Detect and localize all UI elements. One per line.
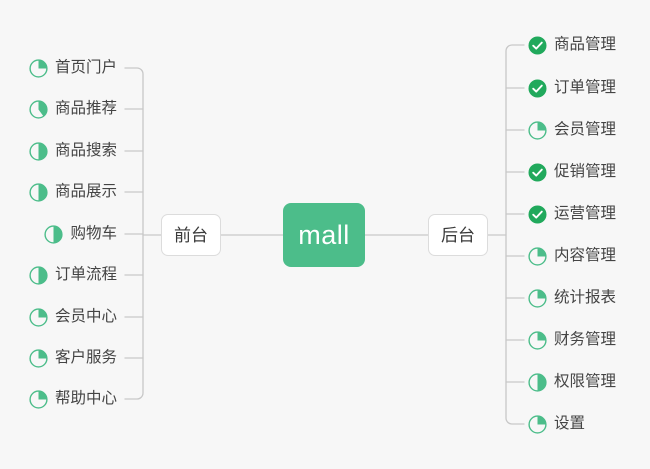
- pie-progress-icon: [528, 330, 547, 350]
- branch-node-backend[interactable]: 后台: [428, 214, 488, 256]
- leaf-item-内容管理[interactable]: 内容管理: [528, 243, 616, 269]
- leaf-item-帮助中心[interactable]: 帮助中心: [29, 386, 117, 412]
- leaf-item-商品搜索[interactable]: 商品搜索: [29, 138, 117, 164]
- pie-progress-icon: [528, 372, 547, 392]
- pie-progress-icon: [44, 224, 64, 244]
- leaf-item-label: 帮助中心: [54, 390, 117, 408]
- branch-node-frontend[interactable]: 前台: [161, 214, 221, 256]
- leaf-item-label: 商品展示: [54, 183, 117, 201]
- pie-progress-icon: [29, 99, 48, 119]
- pie-progress-icon: [528, 288, 547, 308]
- leaf-item-购物车[interactable]: 购物车: [44, 221, 117, 247]
- leaf-item-label: 设置: [554, 415, 586, 433]
- leaf-item-label: 促销管理: [554, 163, 617, 181]
- leaf-item-权限管理[interactable]: 权限管理: [528, 369, 616, 395]
- leaf-item-设置[interactable]: 设置: [528, 411, 585, 437]
- leaf-item-label: 会员中心: [54, 308, 117, 326]
- leaf-item-label: 购物车: [70, 225, 117, 243]
- check-circle-icon: [528, 163, 547, 182]
- leaf-item-label: 订单流程: [54, 266, 117, 284]
- pie-progress-icon: [528, 120, 547, 140]
- leaf-item-label: 商品管理: [554, 36, 617, 54]
- leaf-item-订单管理[interactable]: 订单管理: [528, 75, 616, 101]
- leaf-item-label: 客户服务: [54, 349, 117, 367]
- leaf-item-label: 财务管理: [554, 331, 617, 349]
- leaf-item-商品展示[interactable]: 商品展示: [29, 179, 117, 205]
- leaf-item-label: 运营管理: [554, 205, 617, 223]
- leaf-item-label: 商品搜索: [54, 142, 117, 160]
- leaf-item-label: 统计报表: [554, 289, 617, 307]
- center-node-mall[interactable]: mall: [283, 203, 365, 267]
- leaf-item-首页门户[interactable]: 首页门户: [29, 55, 117, 81]
- leaf-item-运营管理[interactable]: 运营管理: [528, 201, 616, 227]
- check-circle-icon: [528, 36, 547, 55]
- pie-progress-icon: [528, 246, 547, 266]
- leaf-item-会员中心[interactable]: 会员中心: [29, 304, 117, 330]
- leaf-item-会员管理[interactable]: 会员管理: [528, 117, 616, 143]
- pie-progress-icon: [29, 265, 48, 285]
- leaf-item-label: 商品推荐: [54, 100, 117, 118]
- leaf-item-label: 首页门户: [54, 59, 117, 77]
- leaf-item-label: 权限管理: [554, 373, 617, 391]
- leaf-item-label: 内容管理: [554, 247, 617, 265]
- leaf-item-label: 订单管理: [554, 79, 617, 97]
- pie-progress-icon: [29, 348, 48, 368]
- leaf-item-label: 会员管理: [554, 121, 617, 139]
- leaf-item-促销管理[interactable]: 促销管理: [528, 159, 616, 185]
- pie-progress-icon: [29, 389, 48, 409]
- leaf-item-商品推荐[interactable]: 商品推荐: [29, 96, 117, 122]
- pie-progress-icon: [29, 58, 48, 78]
- check-circle-icon: [528, 79, 547, 98]
- leaf-item-商品管理[interactable]: 商品管理: [528, 32, 616, 58]
- pie-progress-icon: [528, 414, 547, 434]
- leaf-item-统计报表[interactable]: 统计报表: [528, 285, 616, 311]
- leaf-item-订单流程[interactable]: 订单流程: [29, 262, 117, 288]
- pie-progress-icon: [29, 307, 48, 327]
- pie-progress-icon: [29, 182, 48, 202]
- leaf-item-财务管理[interactable]: 财务管理: [528, 327, 616, 353]
- pie-progress-icon: [29, 141, 48, 161]
- check-circle-icon: [528, 205, 547, 224]
- leaf-item-客户服务[interactable]: 客户服务: [29, 345, 117, 371]
